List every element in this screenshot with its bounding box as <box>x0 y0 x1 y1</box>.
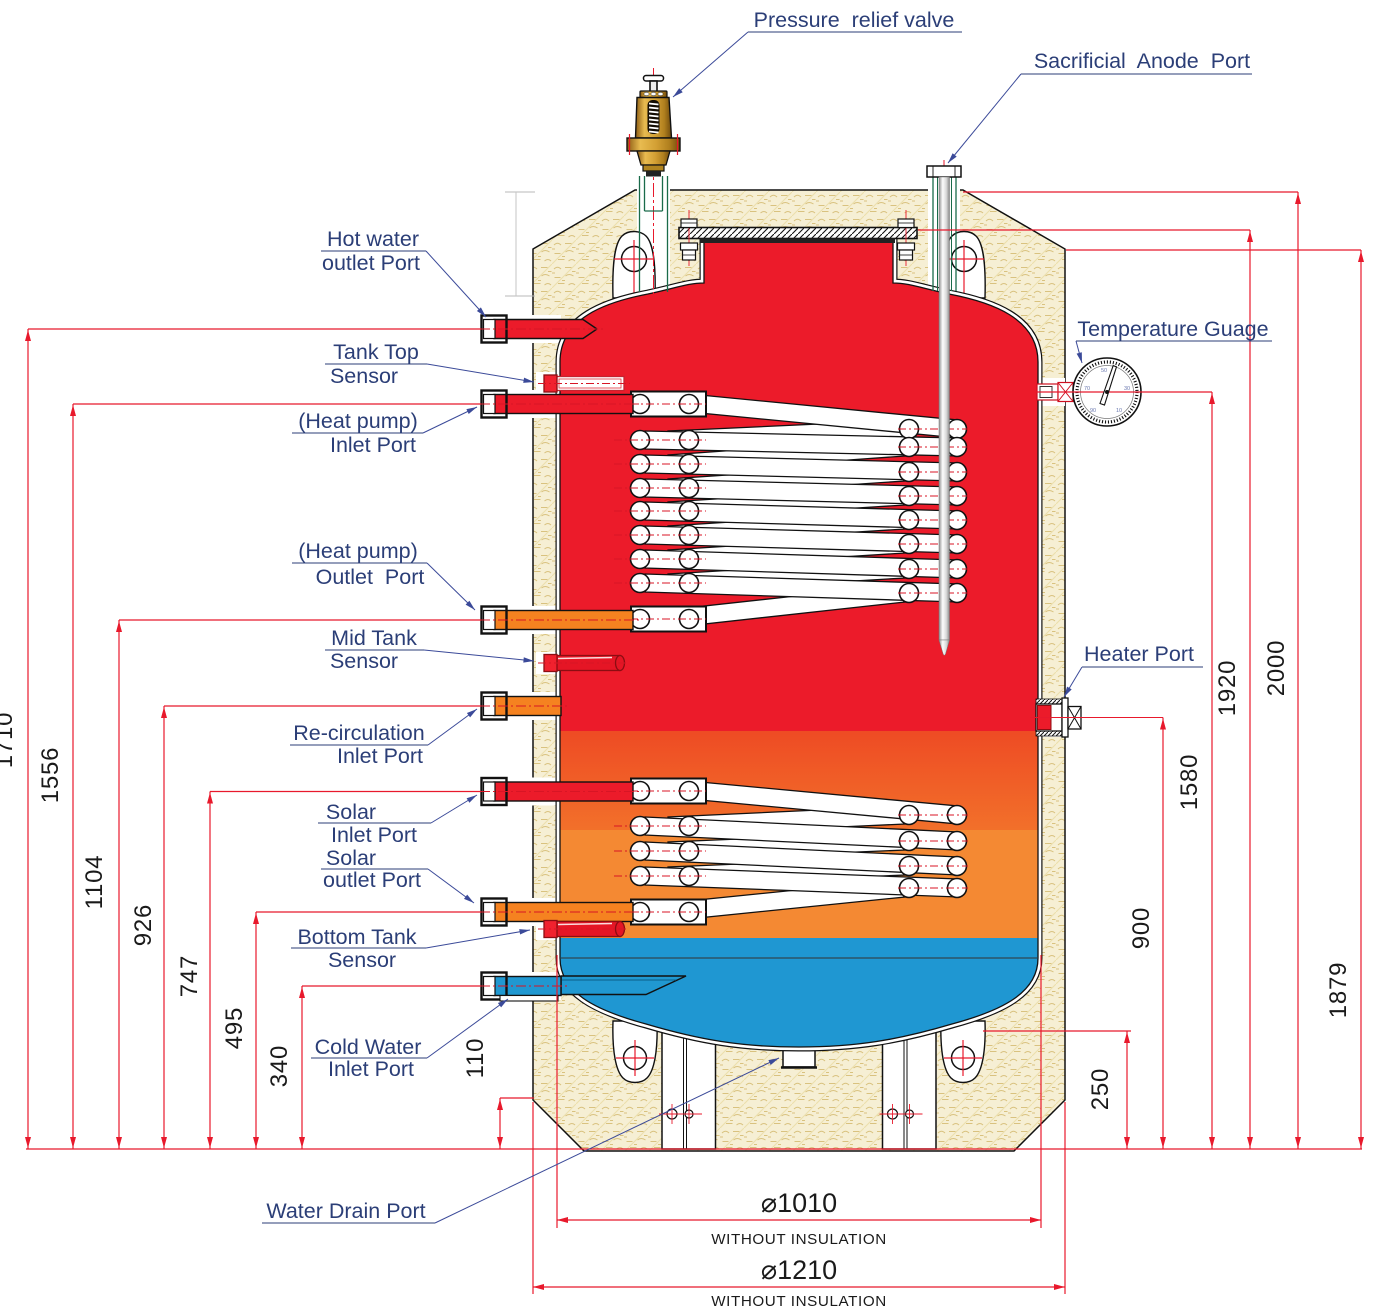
svg-text:70: 70 <box>1084 386 1090 392</box>
svg-text:747: 747 <box>176 955 203 997</box>
svg-text:30: 30 <box>1124 386 1130 392</box>
svg-text:10: 10 <box>1116 408 1122 414</box>
svg-text:900: 900 <box>1128 907 1155 949</box>
svg-text:2000: 2000 <box>1263 640 1290 697</box>
svg-text:⌀1210: ⌀1210 <box>761 1255 837 1285</box>
svg-text:Cold Water: Cold Water <box>315 1035 422 1059</box>
svg-text:Solar: Solar <box>326 800 376 824</box>
svg-text:outlet Port: outlet Port <box>323 868 421 892</box>
svg-text:926: 926 <box>130 904 157 946</box>
svg-text:Tank Top: Tank Top <box>333 340 419 364</box>
svg-text:Heater Port: Heater Port <box>1084 642 1194 666</box>
svg-text:outlet Port: outlet Port <box>322 251 420 275</box>
svg-text:Water Drain Port: Water Drain Port <box>266 1199 425 1223</box>
svg-text:Hot water: Hot water <box>327 227 419 251</box>
svg-text:Inlet Port: Inlet Port <box>330 433 416 457</box>
svg-text:Inlet Port: Inlet Port <box>328 1057 414 1081</box>
svg-text:⌀1010: ⌀1010 <box>761 1188 837 1218</box>
svg-text:Sensor: Sensor <box>330 364 398 388</box>
svg-text:110: 110 <box>462 1038 489 1079</box>
svg-text:(Heat pump): (Heat pump) <box>298 539 418 563</box>
svg-text:Inlet Port: Inlet Port <box>337 744 423 768</box>
svg-text:Solar: Solar <box>326 846 376 870</box>
svg-text:Sensor: Sensor <box>328 948 396 972</box>
svg-text:1710: 1710 <box>0 712 18 769</box>
svg-text:1920: 1920 <box>1214 660 1241 717</box>
svg-text:WITHOUT INSULATION: WITHOUT INSULATION <box>711 1231 887 1248</box>
svg-text:90: 90 <box>1090 408 1096 414</box>
svg-text:Temperature Guage: Temperature Guage <box>1077 317 1268 341</box>
svg-text:1879: 1879 <box>1325 962 1352 1019</box>
svg-text:Mid Tank: Mid Tank <box>331 626 417 650</box>
svg-text:WITHOUT INSULATION: WITHOUT INSULATION <box>711 1293 887 1310</box>
svg-text:Sensor: Sensor <box>330 649 398 673</box>
svg-text:1104: 1104 <box>81 855 108 910</box>
svg-text:340: 340 <box>266 1045 293 1087</box>
svg-text:1580: 1580 <box>1176 754 1203 811</box>
svg-text:Inlet Port: Inlet Port <box>331 823 417 847</box>
svg-text:1556: 1556 <box>37 747 64 804</box>
svg-text:50: 50 <box>1101 368 1107 374</box>
svg-text:Bottom Tank: Bottom Tank <box>297 925 416 949</box>
svg-text:Re-circulation: Re-circulation <box>293 721 424 745</box>
svg-text:495: 495 <box>221 1007 248 1049</box>
svg-text:(Heat pump): (Heat pump) <box>298 409 418 433</box>
svg-text:Outlet Port: Outlet Port <box>316 565 425 589</box>
svg-text:250: 250 <box>1087 1068 1114 1110</box>
svg-text:Sacrificial Anode Port: Sacrificial Anode Port <box>1034 49 1250 73</box>
svg-text:Pressure relief valve: Pressure relief valve <box>754 8 955 32</box>
